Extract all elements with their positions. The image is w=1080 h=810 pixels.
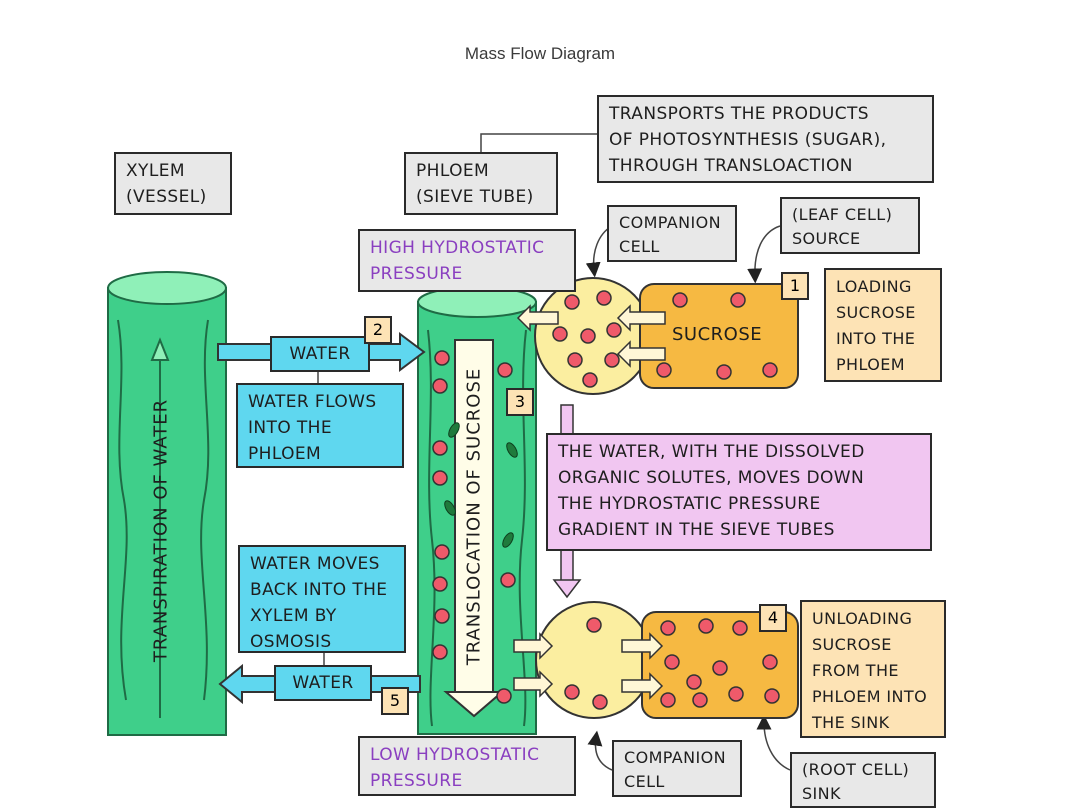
- xylem-vessel: [107, 271, 227, 736]
- source-leaf-cell: [639, 283, 799, 389]
- low-pressure-label: LOW HYDROSTATIC PRESSURE: [358, 736, 576, 796]
- sink-root-cell: [641, 611, 799, 719]
- step-1-badge: 1: [781, 272, 809, 300]
- phloem-sucrose-dots: [432, 350, 516, 704]
- connector-lines: [317, 133, 791, 771]
- water-top-label: WATER: [270, 336, 370, 372]
- step-3-badge: 3: [506, 388, 534, 416]
- translocation-label: TRANSLOCATION OF SUCROSE: [463, 367, 485, 666]
- water-moves-back-label: WATER MOVES BACK INTO THE XYLEM BY OSMOS…: [238, 545, 406, 653]
- sucrose-label: SUCROSE: [672, 324, 763, 345]
- companion-cell-top: [534, 277, 652, 395]
- companion-cell-bottom-label: COMPANION CELL: [612, 740, 742, 797]
- water-flows-label: WATER FLOWS INTO THE PHLOEM: [236, 383, 404, 468]
- step-5-badge: 5: [381, 687, 409, 715]
- unloading-label: UNLOADING SUCROSE FROM THE PHLOEM INTO T…: [800, 600, 946, 738]
- water-bottom-label: WATER: [274, 665, 372, 701]
- loading-arrows: [516, 304, 666, 368]
- companion-cell-bottom: [535, 601, 653, 719]
- transpiration-label: TRANSPIRATION OF WATER: [150, 398, 172, 663]
- step-2-badge: 2: [364, 316, 392, 344]
- phloem-label: PHLOEM (SIEVE TUBE): [404, 152, 558, 215]
- high-pressure-label: HIGH HYDROSTATIC PRESSURE: [358, 229, 576, 292]
- dissolved-solutes-label: THE WATER, WITH THE DISSOLVED ORGANIC SO…: [546, 433, 932, 551]
- leaf-source-label: (LEAF CELL) SOURCE: [780, 197, 920, 254]
- root-sink-label: (ROOT CELL) SINK: [790, 752, 936, 808]
- xylem-label: XYLEM (VESSEL): [114, 152, 232, 215]
- diagram-title: Mass Flow Diagram: [464, 44, 616, 63]
- step-4-badge: 4: [759, 604, 787, 632]
- loading-label: LOADING SUCROSE INTO THE PHLOEM: [824, 268, 942, 382]
- unloading-arrows: [513, 632, 664, 700]
- phloem-sieve-tube: [417, 286, 537, 735]
- companion-cell-top-label: COMPANION CELL: [607, 205, 737, 262]
- transports-label: TRANSPORTS THE PRODUCTS OF PHOTOSYNTHESI…: [597, 95, 934, 183]
- phloem-chloroplasts: [444, 422, 518, 548]
